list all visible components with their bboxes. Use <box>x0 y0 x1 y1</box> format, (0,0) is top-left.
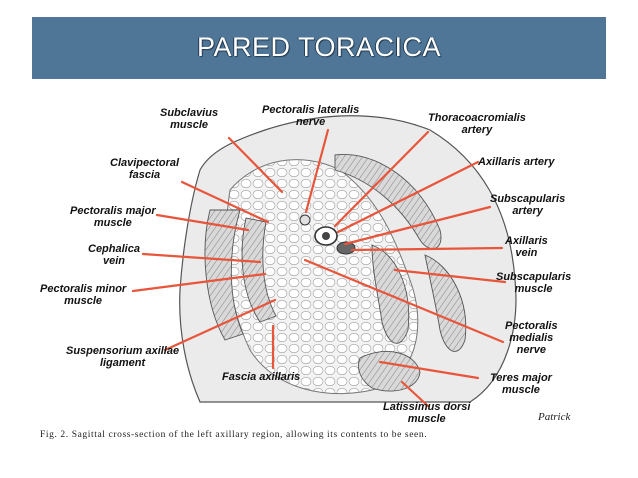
label-fascia-axillaris: Fascia axillaris <box>222 371 301 383</box>
label-axillaris-artery: Axillaris artery <box>478 156 555 168</box>
nerve-shape <box>299 214 311 226</box>
slide-title: PARED TORACICA <box>196 32 442 62</box>
leader-lines <box>131 128 507 408</box>
artery-lumen <box>322 232 330 240</box>
artist-signature: Patrick <box>538 411 571 423</box>
anatomy-diagram <box>131 115 517 408</box>
pectoralis-major-shape <box>204 209 244 341</box>
pectoralis-minor-shape <box>241 217 277 323</box>
teres-major-shape <box>358 350 421 392</box>
posterior-muscle-shape <box>424 254 467 352</box>
axillary-vein-shape <box>336 241 356 255</box>
title-bar: PARED TORACICA <box>32 17 606 79</box>
figure-caption: Fig. 2. Sagittal cross-section of the le… <box>40 430 428 440</box>
